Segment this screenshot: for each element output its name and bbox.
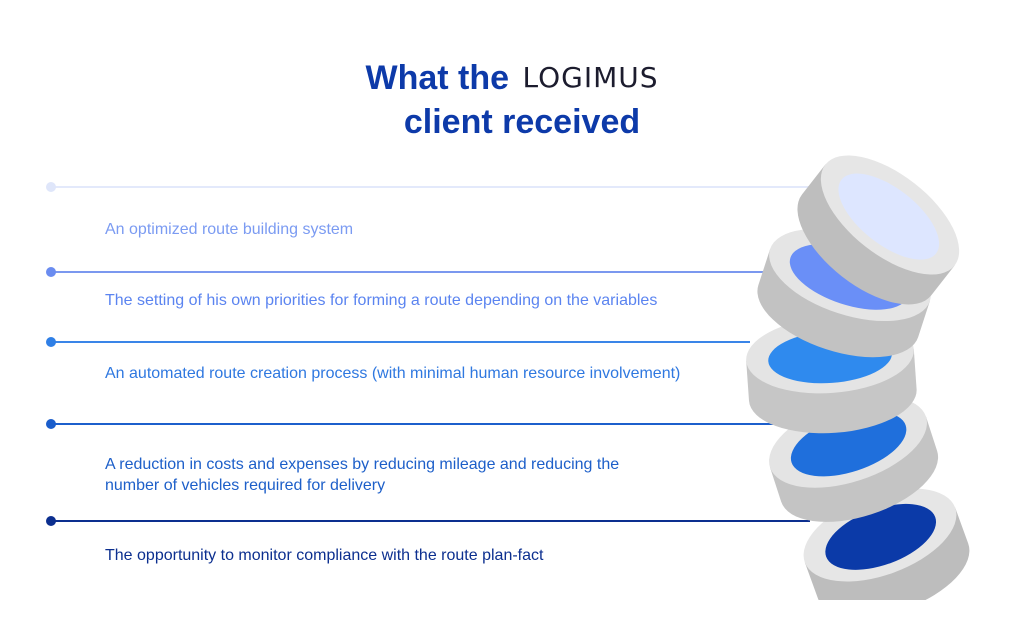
divider-line-3: [50, 341, 750, 343]
title-suffix: client received: [403, 103, 641, 141]
bullet-dot-5: [46, 516, 56, 526]
logimus-logo: LOGIMUS: [522, 61, 659, 94]
page-title: What the LOGIMUS client received: [0, 56, 1024, 144]
list-item-5: The opportunity to monitor compliance wi…: [105, 547, 544, 564]
title-prefix: What the: [365, 59, 510, 97]
list-item-4: A reduction in costs and expenses by red…: [105, 456, 620, 494]
disc-1: [797, 155, 960, 305]
divider-line-2: [50, 271, 770, 273]
bullet-dot-2: [46, 267, 56, 277]
divider-line-4: [50, 423, 780, 425]
divider-line-1: [50, 186, 810, 188]
bullet-dot-1: [46, 182, 56, 192]
list-item-3: An automated route creation process (wit…: [105, 365, 681, 382]
list-item-1: An optimized route building system: [105, 221, 354, 238]
bullet-dot-4: [46, 419, 56, 429]
divider-line-5: [50, 520, 810, 522]
list-item-2: The setting of his own priorities for fo…: [105, 292, 658, 309]
bullet-dot-3: [46, 337, 56, 347]
disc-stack-illustration: [746, 155, 970, 600]
